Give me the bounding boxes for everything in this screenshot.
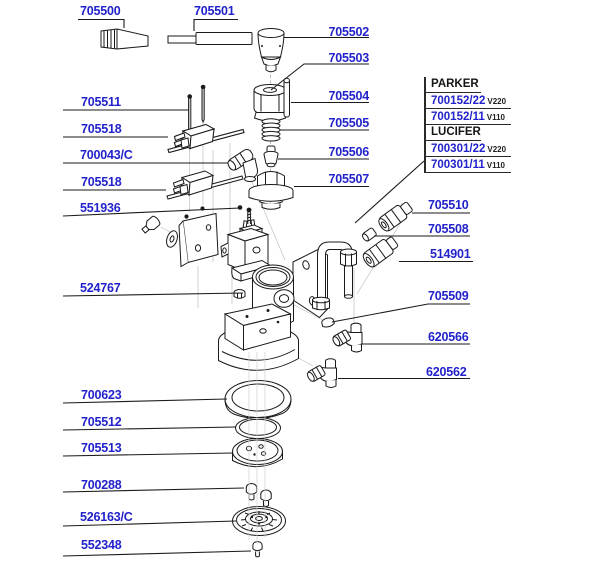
part-link-620562[interactable]: 620562 (426, 365, 467, 379)
part-link-705518-upper[interactable]: 705518 (81, 122, 122, 136)
part-705507-drawing (248, 171, 294, 210)
part-524767-drawing (233, 289, 246, 299)
stack-center-lines (248, 352, 266, 544)
part-link-700152-22[interactable]: 700152/22 (431, 95, 486, 107)
part-705501-drawing (167, 32, 253, 45)
voltage-label: V110 (486, 161, 505, 170)
leader-lines (62, 18, 473, 557)
part-link-705501[interactable]: 705501 (194, 4, 235, 18)
voltage-label: V220 (487, 145, 507, 154)
part-705506-drawing (263, 145, 279, 168)
part-705509-drawing (321, 317, 335, 328)
part-link-700301-11[interactable]: 700301/11 (431, 159, 485, 171)
part-link-705503[interactable]: 705503 (328, 51, 369, 65)
part-705502-drawing (257, 27, 285, 73)
part-705510-drawing (378, 201, 413, 232)
part-514901-drawing (362, 236, 399, 268)
part-link-552348[interactable]: 552348 (81, 538, 122, 552)
part-526163c-drawing (232, 506, 286, 536)
part-link-705512[interactable]: 705512 (81, 415, 122, 429)
part-705518-upper-drawing (167, 124, 245, 153)
voltage-label: V110 (486, 113, 505, 122)
part-link-705502[interactable]: 705502 (328, 25, 369, 39)
part-link-705511[interactable]: 705511 (81, 95, 121, 109)
brand-header-lucifer: LUCIFER (426, 125, 481, 141)
brand-header-parker: PARKER (426, 77, 481, 93)
part-705500-drawing (100, 28, 149, 50)
part-link-705500[interactable]: 705500 (80, 4, 121, 18)
part-link-705510[interactable]: 705510 (428, 198, 469, 212)
part-link-705504[interactable]: 705504 (328, 89, 369, 103)
part-link-700288[interactable]: 700288 (81, 478, 122, 492)
part-700623-drawing (224, 380, 292, 419)
solenoid-coil-drawing (220, 207, 273, 282)
inlet-pipe-drawing (312, 241, 357, 311)
part-link-705508[interactable]: 705508 (428, 222, 469, 236)
part-705505-drawing (261, 118, 281, 142)
part-705512-drawing (235, 417, 281, 439)
part-552348-drawing (252, 541, 263, 558)
part-705511-drawing (187, 84, 206, 133)
part-link-705506[interactable]: 705506 (328, 145, 369, 159)
part-link-514901[interactable]: 514901 (430, 247, 471, 261)
part-link-705507[interactable]: 705507 (328, 172, 369, 186)
part-link-700301-22[interactable]: 700301/22 (431, 143, 486, 155)
part-link-551936[interactable]: 551936 (80, 201, 121, 215)
part-link-705513[interactable]: 705513 (81, 441, 122, 455)
part-link-700623[interactable]: 700623 (81, 388, 122, 402)
part-link-705509[interactable]: 705509 (428, 289, 469, 303)
part-620566-drawing (330, 322, 363, 353)
part-link-526163c[interactable]: 526163/C (80, 510, 133, 524)
part-705508-drawing (362, 227, 377, 242)
mounting-bracket-drawing (178, 205, 243, 268)
part-link-705505[interactable]: 705505 (328, 116, 369, 130)
part-705504-drawing (283, 77, 291, 118)
part-551936-bolt-drawing (141, 215, 178, 248)
voltage-label: V220 (487, 97, 507, 106)
part-705518-lower-drawing (166, 170, 244, 200)
part-link-700152-11[interactable]: 700152/11 (431, 111, 485, 123)
part-link-700043c[interactable]: 700043/C (80, 148, 133, 162)
part-link-705518-lower[interactable]: 705518 (81, 175, 122, 189)
group-base-drawing (218, 303, 299, 371)
part-link-620566[interactable]: 620566 (428, 330, 469, 344)
part-700288-drawing (260, 489, 272, 507)
part-700043c-elbow-drawing (227, 149, 259, 182)
part-620562-drawing (305, 358, 337, 388)
part-705503-drawing (253, 84, 287, 122)
part-705513-drawing (232, 438, 283, 468)
part-link-524767[interactable]: 524767 (80, 281, 121, 295)
